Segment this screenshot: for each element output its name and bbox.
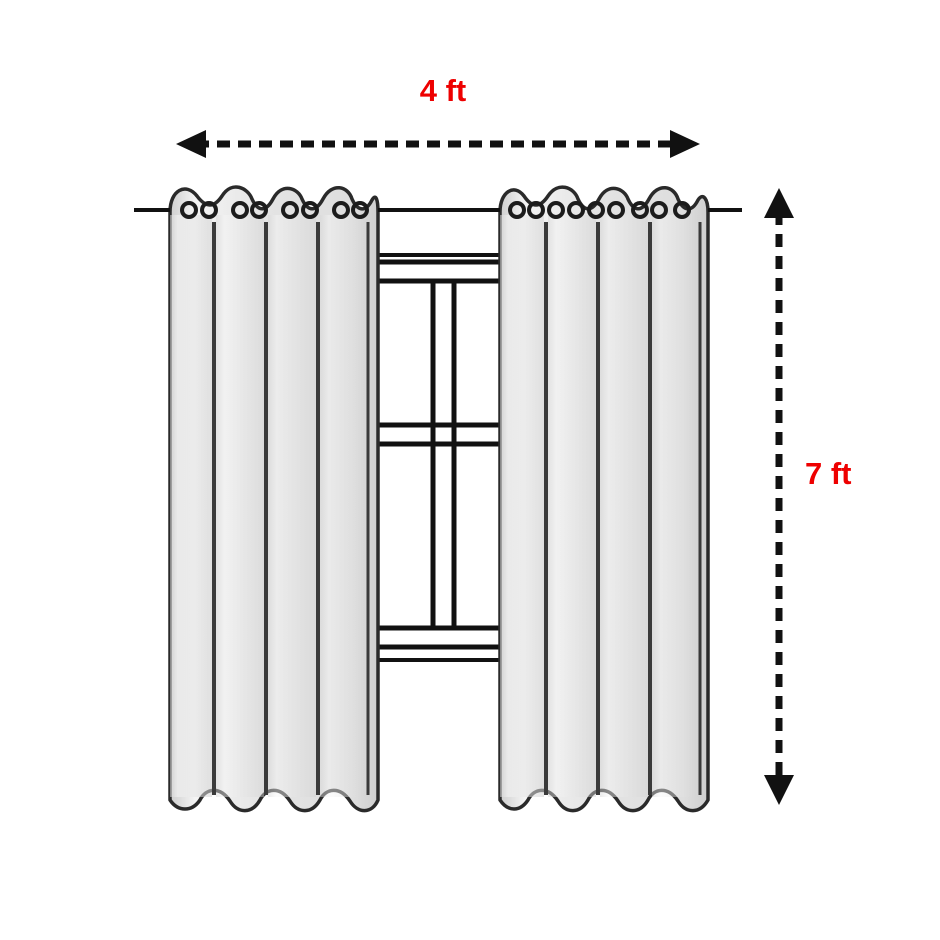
height-arrow-bottom-icon (764, 775, 794, 805)
grommet-ring-icon (332, 201, 350, 219)
right-curtain-fold-panel-4 (652, 215, 700, 797)
right-curtain-fold-panel-1 (500, 215, 544, 797)
left-curtain-fold-panel-2 (216, 215, 264, 797)
width-arrow-left-icon (176, 130, 206, 158)
height-arrow-top-icon (764, 188, 794, 218)
width-arrow-right-icon (670, 130, 700, 158)
grommet-ring-icon (547, 201, 565, 219)
grommet-ring-icon (527, 201, 545, 219)
grommet-ring-icon (607, 201, 625, 219)
grommet-ring-icon (650, 201, 668, 219)
grommet-ring-icon (673, 201, 691, 219)
width-dimension-group: 4 ft (176, 73, 700, 158)
grommet-ring-icon (587, 201, 605, 219)
grommet-ring-icon (200, 201, 218, 219)
height-dimension-group: 7 ft (764, 188, 852, 805)
grommet-ring-icon (351, 201, 369, 219)
left-curtain-panel (168, 185, 380, 813)
right-curtain-fold-panel-2 (548, 215, 596, 797)
grommet-ring-icon (231, 201, 249, 219)
left-curtain-fold-panel-1 (170, 215, 212, 797)
grommet-ring-icon (567, 201, 585, 219)
window-frame (372, 253, 508, 662)
grommet-ring-icon (301, 201, 319, 219)
right-curtain-grommets (508, 201, 691, 219)
right-curtain-panel (498, 185, 710, 813)
window-outer-frame (372, 253, 508, 662)
grommet-ring-icon (250, 201, 268, 219)
right-curtain-fold-panel-3 (600, 215, 648, 797)
height-dimension-label: 7 ft (805, 456, 852, 491)
grommet-ring-icon (180, 201, 198, 219)
grommet-ring-icon (631, 201, 649, 219)
grommet-ring-icon (281, 201, 299, 219)
left-curtain-fold-panel-4 (320, 215, 368, 797)
grommet-ring-icon (508, 201, 526, 219)
left-curtain-grommets (180, 201, 369, 219)
width-dimension-label: 4 ft (420, 73, 467, 108)
left-curtain-fold-panel-3 (268, 215, 316, 797)
